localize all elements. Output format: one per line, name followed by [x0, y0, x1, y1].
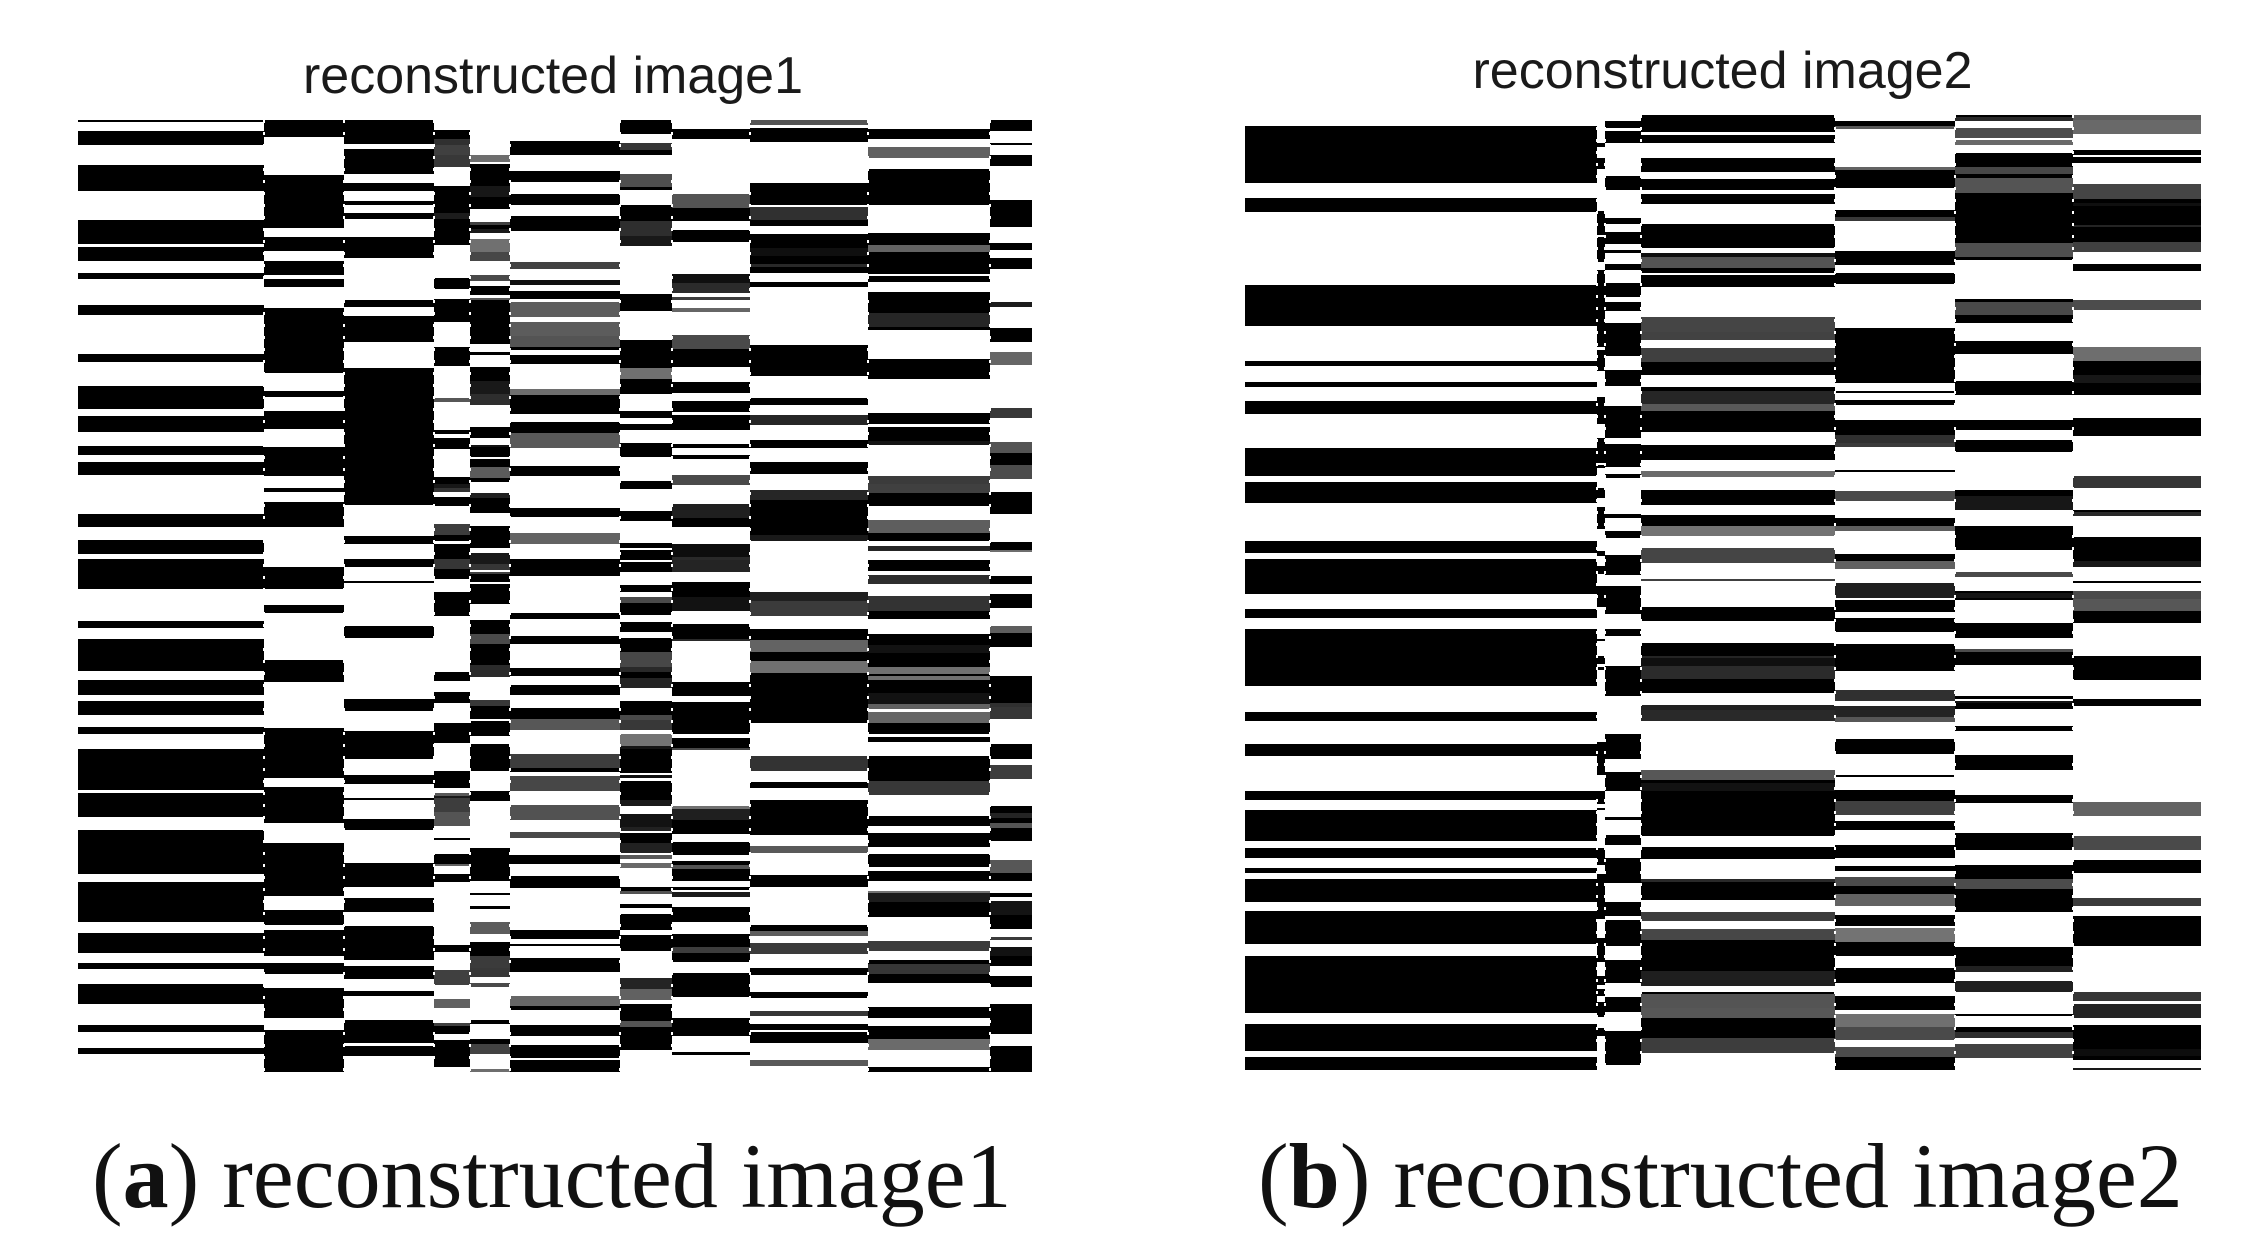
panel-a-title: reconstructed image1	[302, 47, 804, 105]
barcode-stripes	[1245, 115, 2201, 1070]
reconstructed-image-1	[78, 120, 1032, 1072]
panel-b-caption-text: reconstructed image2	[1393, 1125, 2183, 1227]
panel-a-caption-text: reconstructed image1	[222, 1125, 1012, 1227]
panel-a-caption: (a) reconstructed image1	[92, 1125, 1012, 1227]
panel-a-caption-letter: a	[122, 1125, 169, 1227]
panel-b-title: reconstructed image2	[1472, 42, 1973, 100]
barcode-stripes	[78, 120, 1032, 1072]
panel-b-caption: (b) reconstructed image2	[1258, 1125, 2183, 1227]
panel-b-caption-letter: b	[1288, 1125, 1340, 1227]
reconstructed-image-2	[1245, 115, 2201, 1070]
